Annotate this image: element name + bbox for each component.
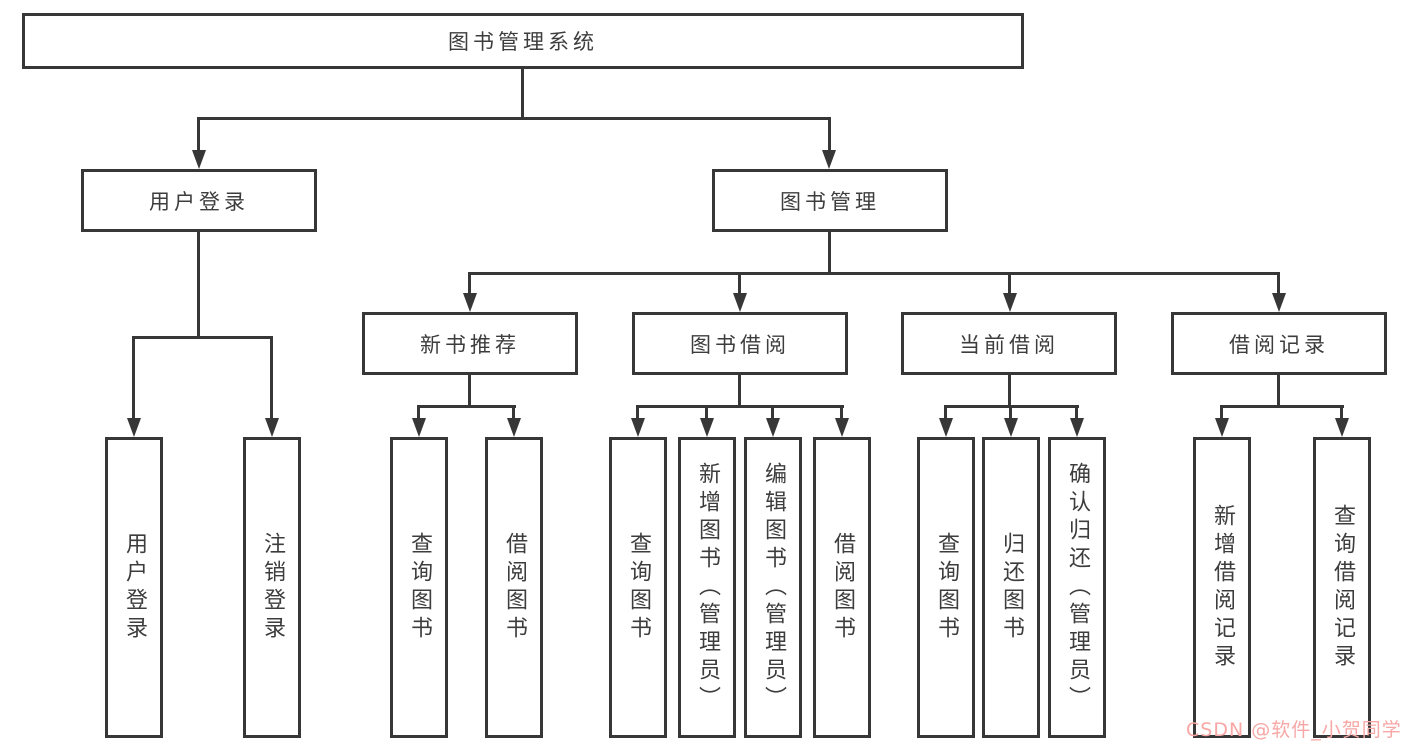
node-book-borrow: 图书借阅 [632,312,848,375]
node-leaf-logout: 注销登录 [243,437,301,738]
node-book-management-label: 图书管理 [780,189,880,214]
connector-line [1220,405,1344,408]
connector-line [132,336,135,420]
connector-line [417,405,420,420]
node-library-system: 图书管理系统 [22,13,1024,69]
node-leaf-query-books-2-label: 查询图书 [626,531,651,644]
connector-line [512,405,515,420]
node-leaf-user-login: 用户登录 [105,437,163,738]
connector-line [521,69,524,117]
node-leaf-borrow-books-2-label: 借阅图书 [830,531,855,644]
node-leaf-add-books-admin: 新增图书（管理员） [678,437,736,738]
connector-line [828,232,831,272]
node-leaf-query-books-1: 查询图书 [390,437,448,738]
arrowhead-down-icon [1272,293,1286,312]
arrowhead-down-icon [1003,293,1017,312]
arrowhead-down-icon [463,293,477,312]
node-borrow-record-label: 借阅记录 [1229,332,1329,357]
arrowhead-down-icon [631,418,645,437]
node-user-login: 用户登录 [81,169,317,232]
node-leaf-query-books-1-label: 查询图书 [407,531,432,644]
node-leaf-borrow-books-1: 借阅图书 [485,437,543,738]
connector-line [132,336,273,339]
node-current-borrow: 当前借阅 [901,312,1117,375]
arrowhead-down-icon [939,418,953,437]
node-leaf-return-books-label: 归还图书 [999,531,1024,644]
arrowhead-down-icon [412,418,426,437]
arrowhead-down-icon [265,418,279,437]
arrowhead-down-icon [127,418,141,437]
connector-line [1008,375,1011,407]
arrowhead-down-icon [1070,418,1084,437]
connector-line [1220,405,1223,420]
node-leaf-add-borrow-record-label: 新增借阅记录 [1210,503,1235,672]
connector-line [1340,405,1343,420]
connector-line [1009,405,1012,420]
node-leaf-edit-books-admin-label: 编辑图书（管理员） [761,461,786,714]
node-leaf-add-books-admin-label: 新增图书（管理员） [695,461,720,714]
arrowhead-down-icon [700,418,714,437]
node-current-borrow-label: 当前借阅 [959,332,1059,357]
connector-line [468,375,471,407]
connector-line [771,405,774,420]
connector-line [1277,375,1280,407]
node-new-book-recommend: 新书推荐 [362,312,578,375]
arrowhead-down-icon [1215,418,1229,437]
arrowhead-down-icon [507,418,521,437]
connector-line [1277,272,1280,294]
connector-line [636,405,639,420]
connector-line [944,405,947,420]
node-book-management: 图书管理 [712,169,948,232]
arrowhead-down-icon [733,293,747,312]
connector-line [705,405,708,420]
connector-line [417,405,516,408]
node-leaf-query-borrow-record-label: 查询借阅记录 [1330,503,1355,672]
node-leaf-edit-books-admin: 编辑图书（管理员） [744,437,802,738]
connector-line [197,117,200,151]
node-leaf-add-borrow-record: 新增借阅记录 [1193,437,1251,738]
node-leaf-confirm-return-admin: 确认归还（管理员） [1048,437,1106,738]
connector-line [828,117,831,151]
node-leaf-logout-label: 注销登录 [260,531,285,644]
connector-line [840,405,843,420]
node-leaf-confirm-return-admin-label: 确认归还（管理员） [1065,461,1090,714]
connector-line [468,272,1280,275]
node-leaf-user-login-label: 用户登录 [122,531,147,644]
node-leaf-borrow-books-2: 借阅图书 [813,437,871,738]
arrowhead-down-icon [1004,418,1018,437]
arrowhead-down-icon [766,418,780,437]
arrowhead-down-icon [1335,418,1349,437]
connector-line [1008,272,1011,294]
watermark: CSDN @软件_小贺同学 [1186,719,1402,741]
node-leaf-query-books-3-label: 查询图书 [934,531,959,644]
arrowhead-down-icon [835,418,849,437]
node-user-login-label: 用户登录 [149,189,249,214]
connector-line [1075,405,1078,420]
node-new-book-recommend-label: 新书推荐 [420,332,520,357]
connector-line [636,405,844,408]
node-leaf-query-borrow-record: 查询借阅记录 [1313,437,1371,738]
node-leaf-query-books-3: 查询图书 [917,437,975,738]
arrowhead-down-icon [822,150,836,169]
connector-line [468,272,471,294]
connector-line [738,375,741,407]
node-borrow-record: 借阅记录 [1171,312,1387,375]
node-book-borrow-label: 图书借阅 [690,332,790,357]
node-library-system-label: 图书管理系统 [448,30,598,54]
node-leaf-query-books-2: 查询图书 [609,437,667,738]
connector-line [270,336,273,420]
node-leaf-return-books: 归还图书 [982,437,1040,738]
connector-line [197,232,200,336]
connector-line [197,117,831,120]
arrowhead-down-icon [192,150,206,169]
node-leaf-borrow-books-1-label: 借阅图书 [502,531,527,644]
connector-line [738,272,741,294]
